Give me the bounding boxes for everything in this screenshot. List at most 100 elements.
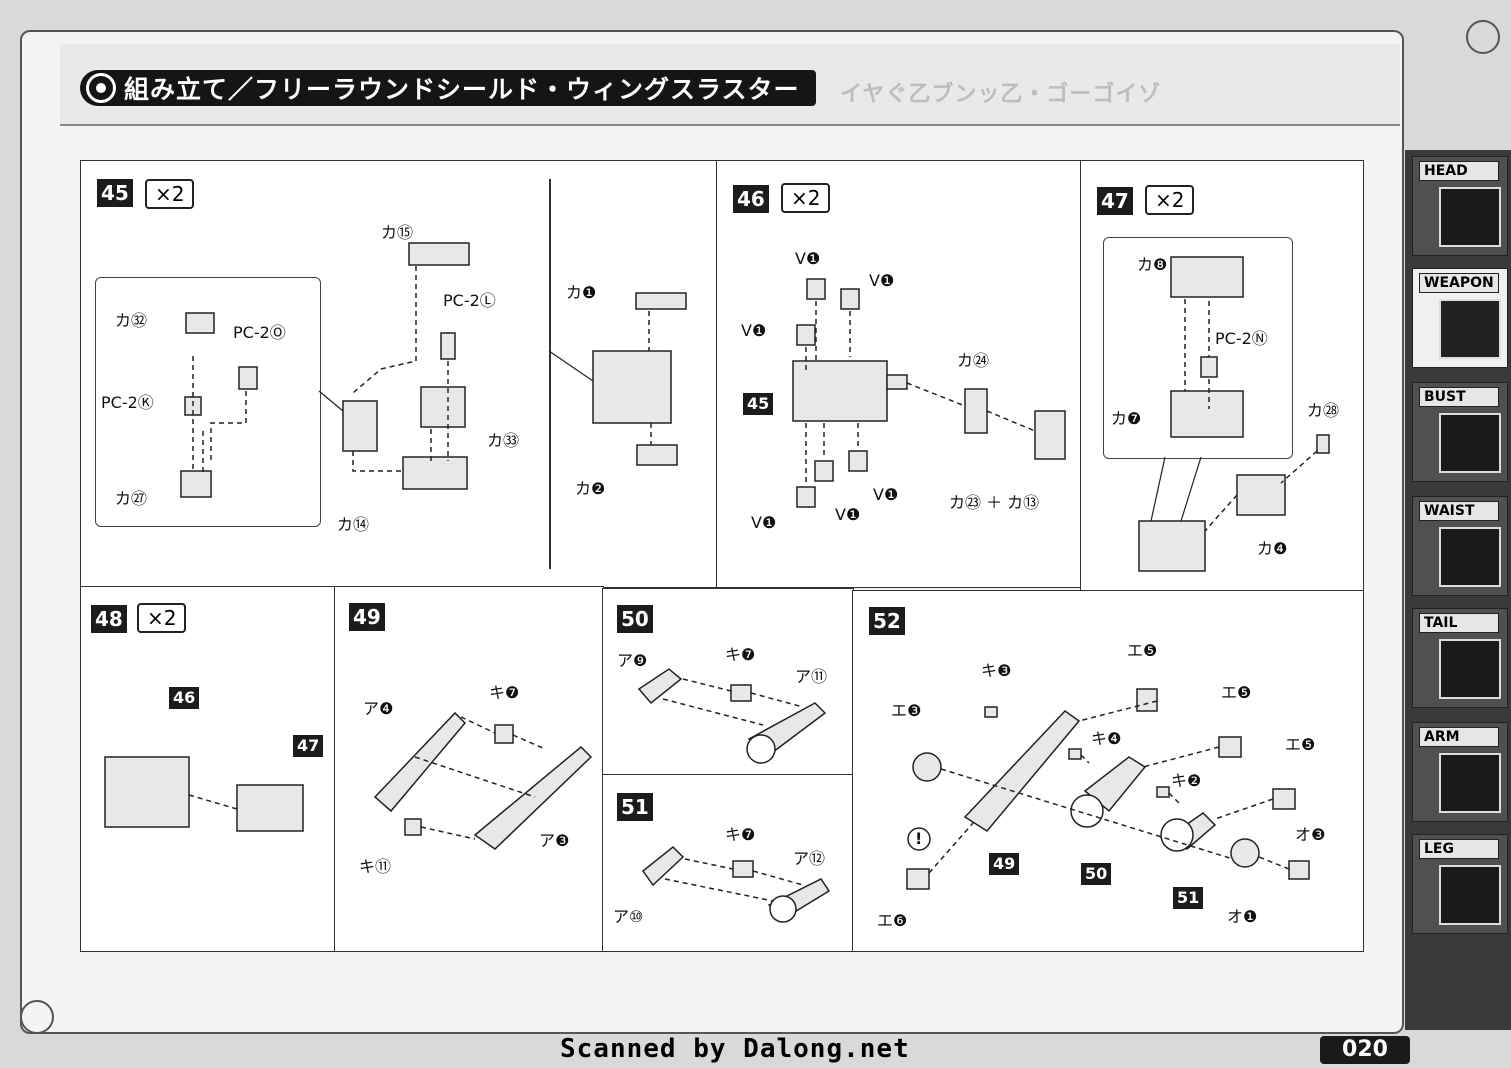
part-ki3 <box>984 706 998 718</box>
part-v1 <box>796 324 816 346</box>
part-ka23-ka13 <box>1034 410 1066 460</box>
part-a51-ring <box>1160 818 1194 852</box>
part-label: エ❻ <box>877 911 908 930</box>
part-ki7 <box>732 860 754 878</box>
leg-icon <box>1439 865 1501 925</box>
step-ref-badge: 51 <box>1173 887 1204 909</box>
step-50-panel: 50 ア❾ キ❼ ア⑪ <box>602 588 854 776</box>
multiplier-badge: ×2 <box>145 179 195 209</box>
part-ka32 <box>185 312 215 334</box>
part-label: ア❸ <box>539 831 570 850</box>
part-label: カ⑮ <box>381 223 414 242</box>
part-wing-assembly <box>1138 520 1206 572</box>
claw-weapon-icon <box>1439 299 1501 359</box>
tab-weapon[interactable]: WEAPON <box>1412 268 1508 368</box>
arm-icon <box>1439 753 1501 813</box>
multiplier-badge: ×2 <box>781 183 831 213</box>
step-51-panel: 51 キ❼ ア⑫ ア⑩ <box>602 774 854 952</box>
part-label: V❶ <box>835 505 861 524</box>
part-ki2 <box>1156 786 1170 798</box>
step-number: 48 <box>91 605 127 633</box>
step-47-panel: 47 ×2 カ❽ PC-2Ⓝ カ❼ カ㉘ カ❹ <box>1080 160 1364 594</box>
step-49-diagram <box>373 711 593 850</box>
part-pc2o <box>238 366 258 390</box>
part-label: キ❼ <box>489 683 520 702</box>
part-o3 <box>1288 860 1310 880</box>
part-a3 <box>473 745 593 850</box>
step-ref-badge: 46 <box>169 687 200 709</box>
waist-icon <box>1439 527 1501 587</box>
page-title-text: 組み立て／フリーラウンドシールド・ウィングスラスター <box>124 75 800 104</box>
part-label: ア❾ <box>617 651 648 670</box>
part-a11-ring <box>746 734 776 764</box>
part-ka2 <box>636 444 678 466</box>
part-label: カ㉝ <box>487 431 520 450</box>
part-label: キ❸ <box>981 661 1012 680</box>
part-assembly-47 <box>236 784 304 832</box>
step-number: 52 <box>869 607 905 635</box>
part-label: オ❶ <box>1227 907 1258 926</box>
part-label: カ❹ <box>1257 539 1288 558</box>
part-assembly-46 <box>104 756 190 828</box>
part-e5 <box>1272 788 1296 810</box>
part-label: PC-2Ⓛ <box>443 291 496 310</box>
multiplier-badge: ×2 <box>1145 185 1195 215</box>
part-label: V❶ <box>873 485 899 504</box>
part-assembly-45 <box>792 360 888 422</box>
tab-leg[interactable]: LEG <box>1412 834 1508 934</box>
part-ka4 <box>1236 474 1286 516</box>
part-shaft <box>886 374 908 390</box>
step-ref-badge: 49 <box>989 853 1020 875</box>
part-label: V❶ <box>741 321 767 340</box>
part-label: V❶ <box>869 271 895 290</box>
tab-waist[interactable]: WAIST <box>1412 496 1508 596</box>
part-v1 <box>814 460 834 482</box>
tab-label: ARM <box>1419 727 1499 747</box>
part-label: カ⑭ <box>337 515 370 534</box>
part-ka27 <box>180 470 212 498</box>
tab-bust[interactable]: BUST <box>1412 382 1508 482</box>
part-e3 <box>912 752 942 782</box>
part-label: エ❸ <box>891 701 922 720</box>
part-label: エ❺ <box>1221 683 1252 702</box>
bust-icon <box>1439 413 1501 473</box>
part-ka8 <box>1170 256 1244 298</box>
part-assembled-45 <box>592 350 672 424</box>
step-49-panel: 49 ア❹ キ❼ キ⑪ ア❸ <box>334 586 604 952</box>
tab-arm[interactable]: ARM <box>1412 722 1508 822</box>
step-number: 51 <box>617 793 653 821</box>
tab-label: BUST <box>1419 387 1499 407</box>
part-label: カ㉔ <box>957 351 990 370</box>
tab-tail[interactable]: TAIL <box>1412 608 1508 708</box>
step-51-diagram <box>641 845 831 923</box>
step-52-diagram <box>906 688 1310 890</box>
part-ki7 <box>730 684 752 702</box>
step-number: 47 <box>1097 187 1133 215</box>
part-label: カ㉗ <box>115 489 148 508</box>
part-label: PC-2Ⓚ <box>101 393 154 412</box>
part-label: カ❷ <box>575 479 606 498</box>
part-label: キ❼ <box>725 825 756 844</box>
part-label: V❶ <box>795 249 821 268</box>
part-label: V❶ <box>751 513 777 532</box>
tab-label: WEAPON <box>1419 273 1499 293</box>
part-label: エ❺ <box>1285 735 1316 754</box>
part-label: ア⑫ <box>793 849 826 868</box>
corner-bolt-icon <box>20 1000 54 1034</box>
part-a4 <box>373 711 467 813</box>
part-label: キ❼ <box>725 645 756 664</box>
part-ki7 <box>494 724 514 744</box>
step-46-diagram <box>792 278 1066 508</box>
part-label: キ❹ <box>1091 729 1122 748</box>
part-a10 <box>641 845 685 887</box>
part-pc2l <box>440 332 456 360</box>
step-50-diagram <box>637 668 827 764</box>
part-label: キ❷ <box>1171 771 1202 790</box>
bleed-through-text: イヤぐ乙ブンッ乙・ゴーゴイゾ <box>840 82 1162 107</box>
tail-icon <box>1439 639 1501 699</box>
gear-icon <box>86 73 116 103</box>
step-48-panel: 48 ×2 46 47 <box>80 586 336 952</box>
part-label: オ❸ <box>1295 825 1326 844</box>
page-number: 020 <box>1320 1036 1410 1064</box>
tab-head[interactable]: HEAD <box>1412 156 1508 256</box>
